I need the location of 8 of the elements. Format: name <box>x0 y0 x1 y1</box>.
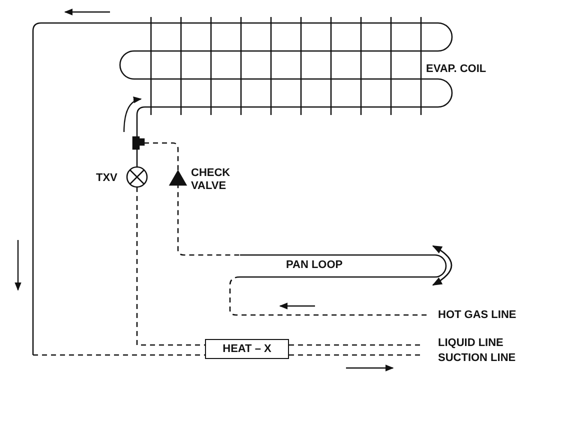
component-label: SUCTION LINE <box>438 352 517 365</box>
component-label: EVAP. COIL <box>426 63 488 76</box>
component-label: TXV <box>96 172 118 185</box>
heat-exchanger-box: HEAT – X <box>205 339 289 359</box>
component-label: PAN LOOP <box>286 259 344 272</box>
component-label: HOT GAS LINE <box>438 309 518 322</box>
component-label: LIQUID LINE <box>438 337 504 350</box>
component-label: CHECK VALVE <box>191 167 232 193</box>
